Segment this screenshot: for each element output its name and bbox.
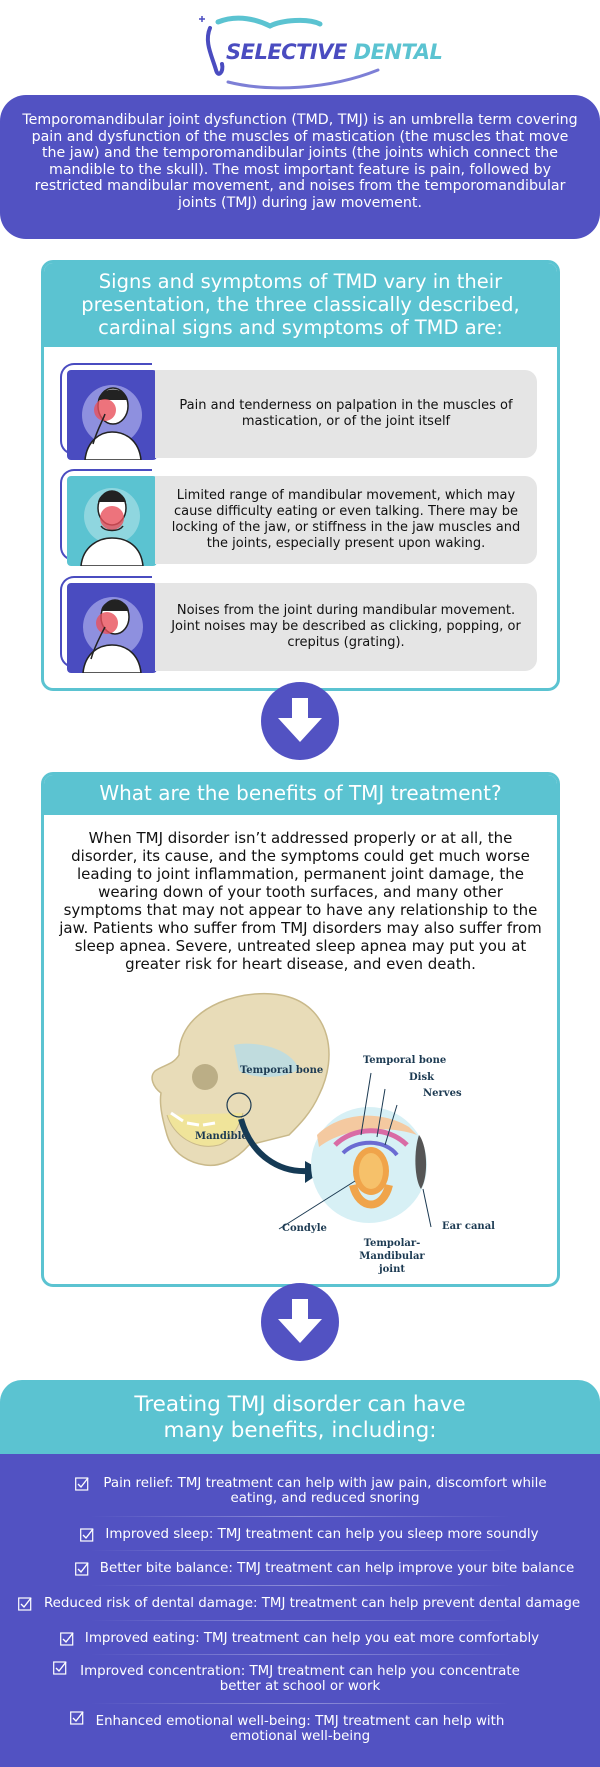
intro-panel: Temporomandibular joint dysfunction (TMD… [0,95,600,239]
benefit-text-line2: eating, and reduced snoring [230,1491,420,1506]
checkbox-icon [75,1477,89,1491]
checkbox-icon [60,1632,74,1646]
jaw-stiffness-icon [67,476,157,566]
benefit-item-bite-balance: Better bite balance: TMJ treatment can h… [75,1561,577,1576]
benefit-item-emotional-wellbeing: Enhanced emotional well-being: TMJ treat… [70,1711,510,1744]
divider [90,1654,510,1655]
symptom-row-joint-noises: Noises from the joint during mandibular … [60,576,550,673]
benefits-list: Pain relief: TMJ treatment can help with… [0,1454,600,1767]
symptom-text: Pain and tenderness on palpation in the … [155,370,537,458]
checkbox-icon [18,1597,32,1611]
divider [90,1703,510,1704]
treatment-heading: What are the benefits of TMJ treatment? [44,775,557,815]
benefit-text-line2: better at school or work [219,1679,381,1694]
benefit-text-line1: Pain relief: TMJ treatment can help with… [103,1476,547,1491]
checkbox-icon [80,1528,94,1542]
down-arrow-icon [261,682,339,760]
brand-logo: SELECTIVE DENTAL [198,12,443,90]
tooth-logo-icon [199,15,380,90]
benefits-heading-line1: Treating TMJ disorder can have [134,1392,466,1417]
label-ear-canal: Ear canal [442,1221,495,1232]
intro-text: Temporomandibular joint dysfunction (TMD… [22,112,578,211]
label-temporal-bone: Temporal bone [363,1055,447,1066]
tmj-anatomy-diagram: Temporal bone Mandible Temporal bone Dis… [139,985,495,1276]
label-disk: Disk [409,1072,435,1083]
benefit-text-line2: emotional well-being [229,1729,371,1744]
signs-card: Signs and symptoms of TMD vary in their … [41,260,560,691]
checkbox-icon [75,1562,89,1576]
divider [90,1516,510,1517]
divider [90,1620,510,1621]
benefit-item-dental-damage: Reduced risk of dental damage: TMJ treat… [18,1596,586,1611]
treatment-text: When TMJ disorder isn’t addressed proper… [59,829,542,973]
jaw-noise-icon [67,583,157,673]
benefit-text-line1: Better bite balance: TMJ treatment can h… [99,1561,575,1576]
label-tmj-line2: joint [379,1264,405,1275]
benefit-item-pain-relief: Pain relief: TMJ treatment can help with… [75,1476,555,1506]
symptom-row-pain: Pain and tenderness on palpation in the … [60,363,550,460]
label-condyle: Condyle [282,1223,327,1234]
divider [90,1550,510,1551]
label-mandible: Mandible [195,1131,248,1142]
divider [90,1585,510,1586]
label-temporal-bone-skull: Temporal bone [240,1065,324,1076]
down-arrow-icon [261,1283,339,1361]
signs-heading: Signs and symptoms of TMD vary in their … [44,263,557,347]
brand-word-dental: DENTAL [353,40,443,64]
benefit-text-line1: Enhanced emotional well-being: TMJ treat… [95,1714,505,1729]
benefit-item-concentration: Improved concentration: TMJ treatment ca… [53,1661,525,1694]
checkbox-icon [70,1711,84,1725]
jaw-pain-icon [67,370,157,460]
label-tmj-line1: Tempolar-Mandibular [359,1238,425,1262]
benefit-text-line1: Improved sleep: TMJ treatment can help y… [105,1527,539,1542]
benefits-heading: Treating TMJ disorder can have many bene… [0,1380,600,1458]
skull-illustration [151,992,432,1230]
symptom-row-limited-movement: Limited range of mandibular movement, wh… [60,469,550,566]
benefit-item-improved-eating: Improved eating: TMJ treatment can help … [60,1631,542,1646]
benefit-text-line1: Reduced risk of dental damage: TMJ treat… [43,1596,581,1611]
benefit-item-improved-sleep: Improved sleep: TMJ treatment can help y… [80,1527,542,1542]
benefits-section: Treating TMJ disorder can have many bene… [0,1380,600,1767]
brand-name: SELECTIVE DENTAL [226,40,443,64]
symptom-text: Limited range of mandibular movement, wh… [155,476,537,564]
label-nerves: Nerves [423,1088,462,1099]
symptom-text: Noises from the joint during mandibular … [155,583,537,671]
benefit-text-line1: Improved concentration: TMJ treatment ca… [80,1664,520,1679]
benefit-text-line1: Improved eating: TMJ treatment can help … [84,1631,540,1646]
treatment-card: What are the benefits of TMJ treatment? … [41,772,560,1287]
brand-word-selective: SELECTIVE [226,40,347,64]
label-tmj: Tempolar-Mandibular joint [332,1237,452,1276]
benefits-heading-line2: many benefits, including: [163,1418,437,1443]
checkbox-icon [53,1661,67,1675]
